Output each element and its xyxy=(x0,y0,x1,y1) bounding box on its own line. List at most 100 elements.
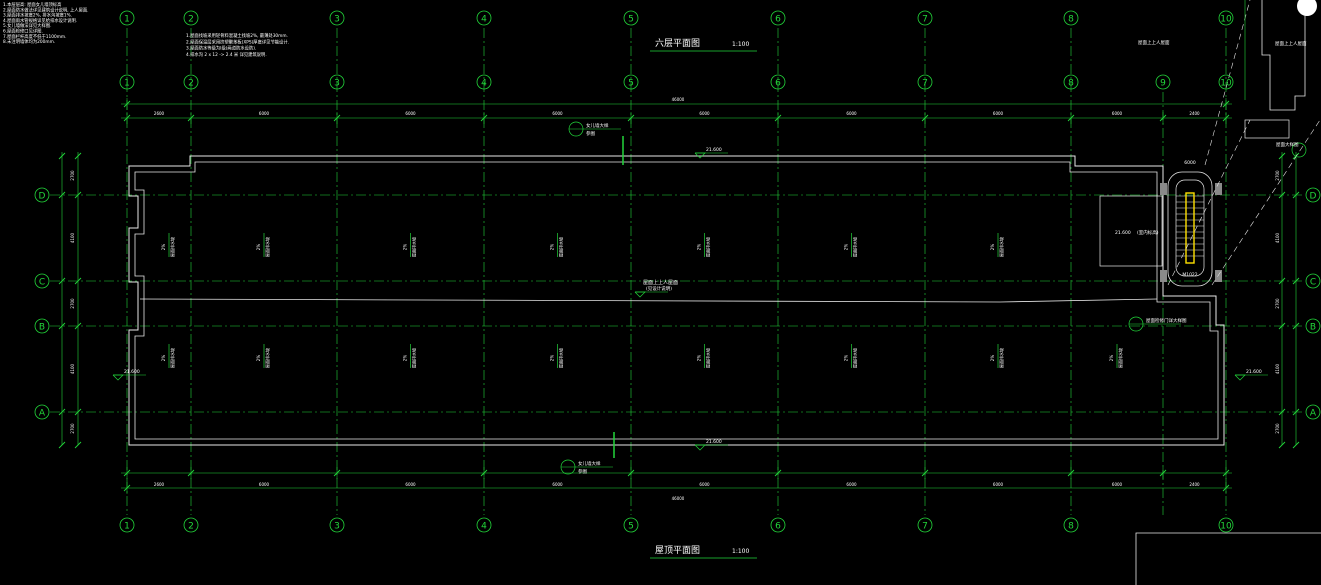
bay-dim-bottom-5: 6000 xyxy=(846,482,857,487)
vdim-tick-left2-3 xyxy=(74,322,82,330)
overall-dim-bottom: 46000 xyxy=(672,496,685,501)
vdim-tick-right2-5 xyxy=(1292,441,1300,449)
slope-label-0-down: 2% xyxy=(161,355,166,362)
slope-label-6-up: 2% xyxy=(990,244,995,251)
detail-note-1: 屋面上上人屋面 xyxy=(1275,40,1307,47)
slope-sub-6-up: 屋面排水坡 xyxy=(998,237,1004,257)
detail-leader-2 xyxy=(1211,119,1321,286)
depth-dim-right-2: 2700 xyxy=(1275,298,1280,309)
detail-outline xyxy=(1261,0,1306,111)
slope-sub-1-down: 屋面排水坡 xyxy=(264,348,270,368)
vdim-tick-left-4 xyxy=(58,408,66,416)
vdim-tick-left2-2 xyxy=(74,277,82,285)
slope-label-1-up: 2% xyxy=(256,244,261,251)
depth-dim-left-1: 4100 xyxy=(70,232,75,243)
slope-label-2-up: 2% xyxy=(403,244,408,251)
vdim-tick-left2-5 xyxy=(74,441,82,449)
title-block-corner xyxy=(1135,532,1321,585)
axis-bubble-right-B-circle xyxy=(1305,318,1321,334)
stair-well-outer xyxy=(1167,171,1213,287)
axis-bubble-left-D-circle xyxy=(34,187,50,203)
stair-level-1: 21.600 xyxy=(1115,230,1131,236)
stair-handrail xyxy=(1185,192,1195,264)
slope-label-5-up: 2% xyxy=(844,244,849,251)
slope-label-7-down: 2% xyxy=(1109,355,1114,362)
slope-sub-5-down: 屋面排水坡 xyxy=(852,348,858,368)
vdim-tick-left-1 xyxy=(58,191,66,199)
axis-bubble-mid-2-circle xyxy=(183,74,199,90)
axis-bubble-top-2-label: 2 xyxy=(188,15,194,25)
detail-white-circle xyxy=(1297,0,1317,16)
slope-sub-4-up: 屋面排水坡 xyxy=(705,237,711,257)
roof-ridge-line xyxy=(139,298,1001,303)
bay-dim-top-1: 6000 xyxy=(259,111,270,116)
stair-code: 6000 xyxy=(1184,160,1196,166)
axis-bubble-bottom-10-label: 10 xyxy=(1220,522,1232,532)
stair-label: M1022 xyxy=(1182,272,1197,278)
vdim-tick-left2-0 xyxy=(74,152,82,160)
slope-label-3-down: 2% xyxy=(550,355,555,362)
vdim-tick-right-2 xyxy=(1278,277,1286,285)
axis-bubble-bottom-2-label: 2 xyxy=(188,522,194,532)
vdim-tick-right2-4 xyxy=(1292,408,1300,416)
axis-bubble-bottom-5-label: 5 xyxy=(628,522,634,532)
stair-level-2: (室内标高) xyxy=(1137,229,1159,236)
axis-bubble-bottom-6-label: 6 xyxy=(775,522,781,532)
axis-bubble-bottom-4-circle xyxy=(476,517,492,533)
detail-note-3: 屋面大样图 xyxy=(1276,141,1299,148)
axis-bubble-mid-6-label: 6 xyxy=(775,79,781,89)
axis-bubble-bottom-7-label: 7 xyxy=(922,522,928,532)
axis-bubble-mid-9-circle xyxy=(1155,74,1171,90)
slope-label-1-down: 2% xyxy=(256,355,261,362)
axis-bubble-right-A-circle xyxy=(1305,404,1321,420)
axis-bubble-bottom-8-circle xyxy=(1063,517,1079,533)
drawing-titles: 六层平面图 1:100 屋顶平面图 1:100 xyxy=(655,37,749,556)
depth-dim-right-3: 4100 xyxy=(1275,363,1280,374)
bay-dim-top-3: 6000 xyxy=(552,111,563,116)
axis-bubble-left-B-circle xyxy=(34,318,50,334)
vdim-tick-right2-2 xyxy=(1292,277,1300,285)
bay-dim-bottom-3: 6000 xyxy=(552,482,563,487)
bay-dim-top-6: 6000 xyxy=(993,111,1004,116)
detail-leader-3 xyxy=(1204,0,1251,166)
vdim-tick-left-0 xyxy=(58,152,66,160)
axis-bubble-top-3-label: 3 xyxy=(334,15,340,25)
slope-label-2-down: 2% xyxy=(403,355,408,362)
bay-dim-top-4: 6000 xyxy=(699,111,710,116)
axis-bubble-right-C-circle xyxy=(1305,273,1321,289)
dimension-lines xyxy=(58,98,1300,494)
slope-label-6-down: 2% xyxy=(990,355,995,362)
bottom-scale: 1:100 xyxy=(732,548,749,555)
depth-dim-left-2: 2700 xyxy=(70,298,75,309)
bay-dim-top-2: 6000 xyxy=(405,111,416,116)
axis-bubble-bottom-1-label: 1 xyxy=(124,522,130,532)
axis-bubble-bottom-5-circle xyxy=(623,517,639,533)
slope-label-5-down: 2% xyxy=(844,355,849,362)
slope-label-0-up: 2% xyxy=(161,244,166,251)
vdim-tick-left-3 xyxy=(58,322,66,330)
slope-sub-0-up: 屋面排水坡 xyxy=(169,237,175,257)
stair-col-2 xyxy=(1160,270,1167,282)
axis-bubble-right-B-label: B xyxy=(1310,323,1316,333)
axis-bubble-bottom-10-circle xyxy=(1218,517,1234,533)
stair-col-4 xyxy=(1215,270,1222,282)
bay-dim-top-7: 6000 xyxy=(1112,111,1123,116)
stair-col-3 xyxy=(1215,183,1222,195)
axis-bubble-top-8-label: 8 xyxy=(1068,15,1074,25)
vdim-tick-right-0 xyxy=(1278,152,1286,160)
axis-bubble-bottom-1-circle xyxy=(119,517,135,533)
note-left-3: 4.屋面雨水管规格详见给排水设计说明. xyxy=(3,17,77,24)
overall-dim-top: 46000 xyxy=(672,97,685,102)
axis-bubble-mid-1-label: 1 xyxy=(124,79,130,89)
level-top-text: 21.600 xyxy=(706,147,722,153)
detail-box xyxy=(1244,119,1290,139)
slope-sub-3-down: 屋面排水坡 xyxy=(558,348,564,368)
axis-bubble-top-7-circle xyxy=(917,10,933,26)
axis-bubble-top-3-circle xyxy=(329,10,345,26)
parapet-outer xyxy=(128,155,1225,446)
axis-bubble-bottom-4-label: 4 xyxy=(481,522,487,532)
bay-dim-bottom-1: 6000 xyxy=(259,482,270,487)
axis-bubble-mid-3-circle xyxy=(329,74,345,90)
level-center-text: (见设计说明) xyxy=(646,285,672,292)
